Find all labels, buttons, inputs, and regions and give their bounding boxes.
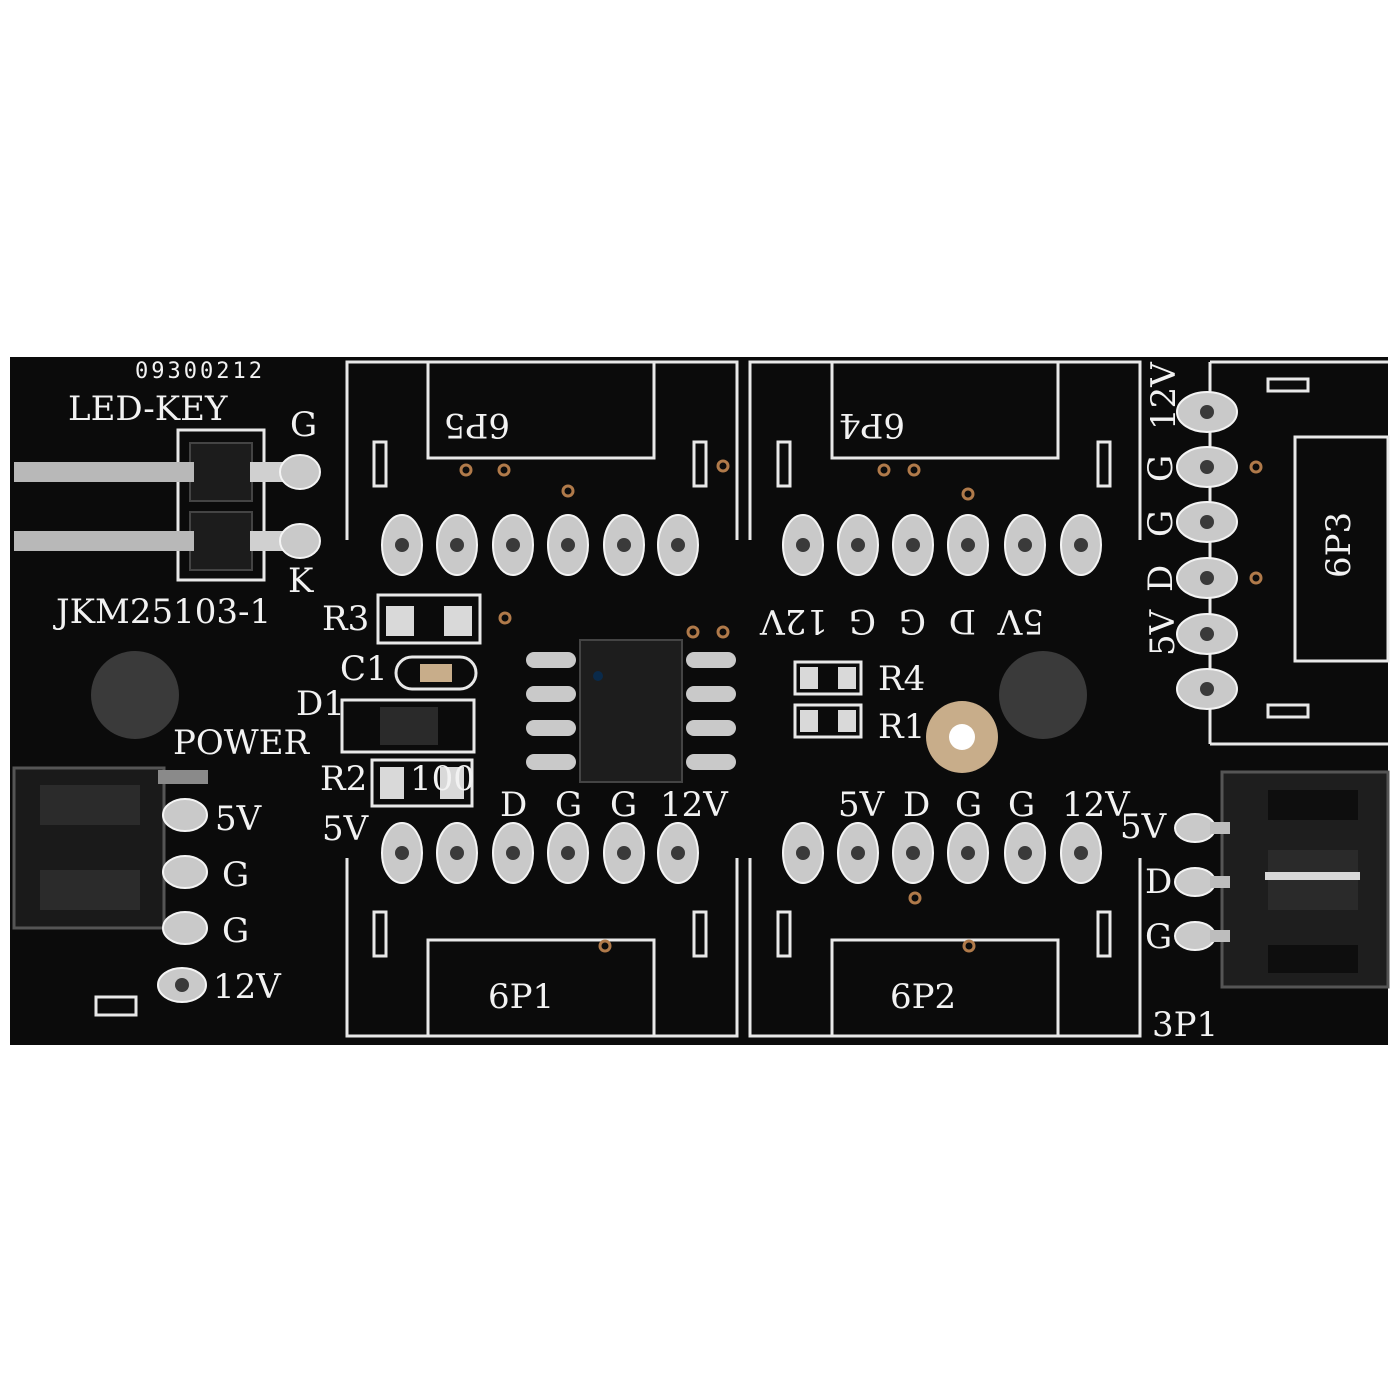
pin-6p1-g2: G: [610, 785, 637, 825]
led-key-pin-g: G: [290, 405, 317, 445]
power-pad-g2: [162, 911, 208, 945]
pin-6p2-5v: 5V: [838, 785, 886, 825]
pin-6p3-12v: 12V: [1144, 361, 1184, 430]
resistor-r1: [793, 703, 863, 739]
capacitor-c1: [394, 655, 478, 691]
resistor-r2: [370, 758, 474, 808]
label-d1: D1: [296, 684, 345, 724]
header-6p5-outline: [345, 360, 739, 540]
pads-6p1: [381, 822, 699, 884]
pin-6p1-12v: 12V: [660, 785, 729, 825]
part-number: JKM25103-1: [53, 592, 271, 632]
header-3p1-label: 3P1: [1152, 1005, 1218, 1045]
pin-6p4-d: D: [949, 601, 976, 641]
resistor-r3: [376, 593, 482, 645]
pin-6p4-g1: G: [849, 601, 876, 641]
pin-6p4-g2: G: [899, 601, 926, 641]
pads-6p3: [1176, 391, 1238, 710]
pin-6p2-g2: G: [1008, 785, 1035, 825]
pin-6p1-d: D: [500, 785, 527, 825]
pin-6p4-12v: 12V: [759, 601, 828, 641]
vias: [459, 459, 1263, 953]
pin-3p1-g: G: [1145, 917, 1172, 957]
label-r3: R3: [322, 599, 369, 639]
header-6p1-label: 6P1: [488, 977, 554, 1017]
header-6p4-outline: [748, 360, 1142, 540]
power-pin-g2: G: [222, 911, 249, 951]
pin-6p3-g2: G: [1141, 510, 1181, 537]
header-6p1-outline: [345, 858, 739, 1038]
label-c1: C1: [340, 649, 388, 689]
header-6p2-outline: [748, 858, 1142, 1038]
header-6p4-label: 6P4: [839, 405, 905, 445]
diode-d1: [340, 698, 476, 754]
resistor-r4: [793, 660, 863, 696]
pads-6p2: [782, 822, 1102, 884]
pads-6p5: [381, 514, 699, 576]
label-r1: R1: [878, 707, 925, 747]
connector-3p1: [1174, 770, 1390, 989]
header-6p5-label: 6P5: [444, 405, 510, 445]
mount-hole-left: [91, 651, 179, 739]
label-r2: R2: [320, 759, 367, 799]
pin-6p3-d: D: [1141, 565, 1181, 592]
pin-6p1-5v: 5V: [322, 809, 370, 849]
pin-6p3-5v: 5V: [1143, 608, 1183, 656]
led-key-pin-k: K: [288, 561, 314, 601]
power-pin-5v: 5V: [215, 799, 263, 839]
mount-hole-right: [999, 651, 1087, 739]
power-connector: [12, 766, 208, 930]
pin-6p2-d: D: [903, 785, 930, 825]
ic-chip: [526, 639, 736, 783]
power-pin-g1: G: [222, 855, 249, 895]
pin-6p2-12v: 12V: [1062, 785, 1131, 825]
label-r2-value: 100: [410, 759, 475, 799]
serial-number: 09300212: [135, 359, 265, 384]
pin-6p1-g1: G: [555, 785, 582, 825]
power-label: POWER: [173, 723, 311, 763]
pin-6p2-g1: G: [955, 785, 982, 825]
header-6p2-label: 6P2: [890, 977, 956, 1017]
pin-6p3-g1: G: [1141, 455, 1181, 482]
label-r4: R4: [878, 659, 925, 699]
power-pin-12v: 12V: [213, 967, 282, 1007]
pin-3p1-5v: 5V: [1120, 807, 1168, 847]
led-key-header: [14, 428, 321, 582]
led-key-title: LED-KEY: [68, 389, 228, 429]
power-pad-g1: [162, 855, 208, 889]
pin-3p1-d: D: [1145, 862, 1172, 902]
pin-6p4-5v: 5V: [996, 601, 1044, 641]
header-6p3-label: 6P3: [1319, 512, 1359, 578]
power-pad-5v: [162, 798, 208, 832]
pads-6p4: [782, 514, 1102, 576]
